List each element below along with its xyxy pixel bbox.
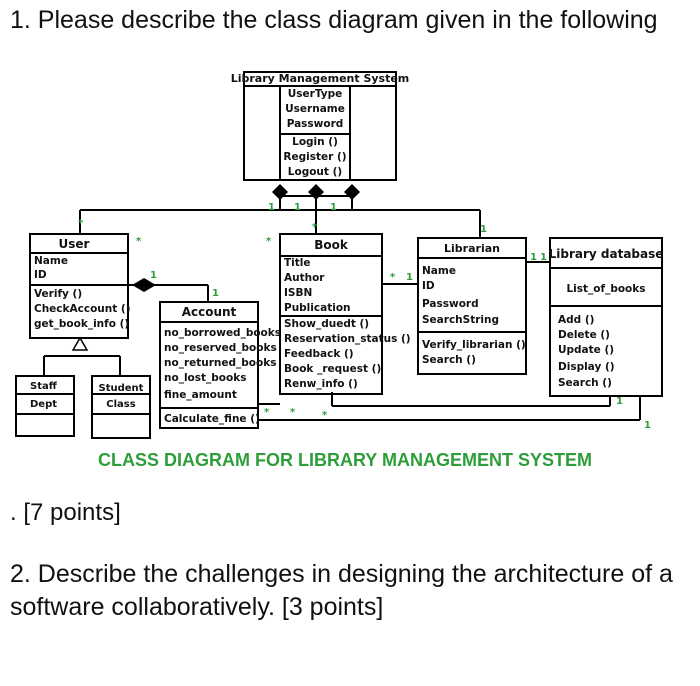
database-method: Delete ()	[558, 329, 610, 341]
user-attr: ID	[34, 269, 47, 281]
book-attr: Publication	[284, 302, 351, 314]
lms-attr: Password	[287, 118, 344, 130]
database-method: Display ()	[558, 361, 615, 373]
book-method: Show_duedt ()	[284, 318, 369, 330]
question-1-text: 1. Please describe the class diagram giv…	[10, 6, 658, 34]
account-attr: no_reserved_books	[164, 342, 277, 354]
question-2-text: 2. Describe the challenges in designing …	[10, 560, 673, 621]
svg-text:*: *	[290, 407, 296, 418]
database-method: Search ()	[558, 377, 612, 389]
svg-text:*: *	[322, 410, 328, 421]
lms-class-box	[243, 71, 397, 181]
book-method: Reservation_status ()	[284, 333, 411, 345]
database-attr: List_of_books	[566, 283, 645, 295]
account-class-name: Account	[182, 305, 237, 319]
student-attr: Class	[106, 399, 135, 410]
user-class-name: User	[59, 237, 90, 251]
librarian-method: Search ()	[422, 354, 476, 366]
svg-text:1: 1	[480, 224, 487, 235]
database-class-box	[549, 237, 663, 397]
librarian-method: Verify_librarian ()	[422, 339, 526, 351]
account-attr: no_returned_books	[164, 357, 276, 369]
svg-text:*: *	[266, 236, 272, 247]
user-method: CheckAccount ()	[34, 303, 131, 315]
lms-attr: Username	[285, 103, 345, 115]
book-method: Feedback ()	[284, 348, 354, 360]
lms-method: Logout ()	[288, 166, 342, 178]
book-class-name: Book	[314, 238, 349, 252]
book-method: Book _request ()	[284, 363, 381, 375]
librarian-class-box	[417, 237, 527, 375]
lms-method: Login ()	[292, 136, 338, 148]
student-class-name: Student	[99, 383, 144, 394]
account-attr: no_borrowed_books	[164, 327, 281, 339]
lms-method: Register ()	[283, 151, 346, 163]
user-method: get_book_info ()	[34, 318, 129, 330]
user-method: Verify ()	[34, 288, 82, 300]
aggregation-diamond-right	[344, 184, 360, 200]
user-attr: Name	[34, 255, 68, 267]
svg-text:1: 1	[330, 202, 337, 213]
librarian-class-name: Librarian	[444, 242, 500, 255]
svg-text:*: *	[390, 272, 396, 283]
book-attr: Author	[284, 272, 325, 284]
svg-text:*: *	[136, 236, 142, 247]
svg-text:1: 1	[616, 396, 623, 407]
librarian-attr: SearchString	[422, 314, 499, 326]
svg-text:*: *	[312, 222, 318, 233]
database-method: Update ()	[558, 344, 614, 356]
aggregation-diamond-middle	[308, 184, 324, 200]
aggregation-diamond-left	[272, 184, 288, 200]
database-method: Add ()	[558, 314, 594, 326]
account-method: Calculate_fine ()	[164, 413, 260, 425]
class-diagram: Library Management System UserType Usern…	[15, 71, 664, 470]
svg-text:*: *	[264, 407, 270, 418]
svg-text:*: *	[78, 218, 84, 229]
account-attr: fine_amount	[164, 389, 237, 401]
book-attr: Title	[284, 257, 311, 269]
staff-class-name: Staff	[30, 381, 58, 392]
staff-attr: Dept	[30, 399, 57, 410]
librarian-attr: Name	[422, 265, 456, 277]
question-1-points: . [7 points]	[10, 499, 121, 526]
book-attr: ISBN	[284, 287, 312, 299]
svg-text:1: 1	[530, 252, 537, 263]
librarian-attr: ID	[422, 280, 435, 292]
database-class-name: Library database	[549, 247, 664, 261]
svg-text:1: 1	[268, 202, 275, 213]
inheritance-triangle	[71, 336, 89, 351]
lms-attr: UserType	[288, 88, 342, 100]
composition-diamond	[132, 278, 156, 292]
book-method: Renw_info ()	[284, 378, 358, 390]
svg-text:1: 1	[406, 272, 413, 283]
svg-text:1: 1	[212, 288, 219, 299]
account-attr: no_lost_books	[164, 372, 246, 384]
diagram-caption: CLASS DIAGRAM FOR LIBRARY MANAGEMENT SYS…	[98, 450, 592, 470]
svg-text:1: 1	[294, 202, 301, 213]
svg-text:1: 1	[540, 252, 547, 263]
svg-text:1: 1	[150, 270, 157, 281]
svg-text:1: 1	[644, 420, 651, 431]
multiplicity-labels: 1 1 1 * * * * 1 1 1 * 1 1 1 * * * 1 1	[78, 202, 651, 431]
lms-class-name: Library Management System	[231, 72, 410, 85]
librarian-attr: Password	[422, 298, 479, 310]
